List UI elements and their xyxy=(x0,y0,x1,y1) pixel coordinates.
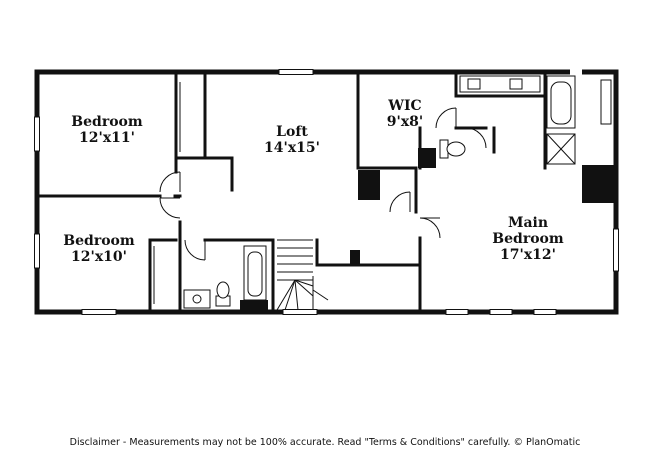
windows xyxy=(34,69,619,315)
exterior-walls xyxy=(34,69,619,315)
disclaimer: Disclaimer - Measurements may not be 100… xyxy=(69,437,581,448)
room-name-bedroom-2: Bedroom xyxy=(63,233,135,249)
room-name-wic: WIC xyxy=(387,98,421,114)
room-size-loft: 14'x15' xyxy=(264,140,320,156)
room-size-main-bedroom: 17'x12' xyxy=(500,247,556,263)
interior-walls xyxy=(35,72,547,314)
closet-rods xyxy=(153,82,181,304)
room-name-loft: Loft xyxy=(276,124,308,140)
room-size-bedroom-2: 12'x10' xyxy=(71,249,127,265)
room-name-main-bedroom-1: Main xyxy=(508,215,548,231)
fixtures xyxy=(183,75,576,309)
room-name-bedroom-1: Bedroom xyxy=(71,114,143,130)
room-size-bedroom-1: 12'x11' xyxy=(79,130,135,146)
doors xyxy=(159,107,487,261)
room-labels: Bedroom 12'x11' Bedroom 12'x10' Loft 14'… xyxy=(63,98,564,265)
room-size-wic: 9'x8' xyxy=(387,114,423,130)
room-name-main-bedroom-2: Bedroom xyxy=(492,231,564,247)
solid-blocks xyxy=(240,148,616,310)
stairs xyxy=(276,239,329,311)
